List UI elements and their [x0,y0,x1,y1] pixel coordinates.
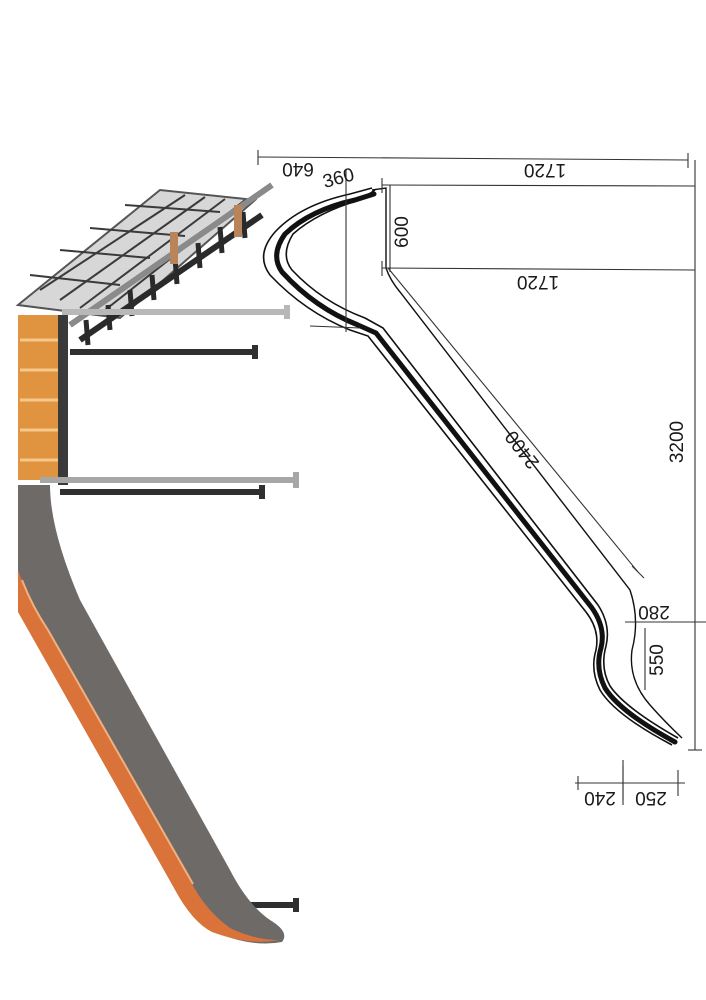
dim-label-640: 640 [282,158,314,179]
deck-wood-grain [20,338,58,462]
dim-label-250: 250 [635,787,667,808]
dimension-lines [257,150,706,805]
slide-profile-wall [371,187,683,739]
slide-profile-bed [274,191,678,745]
dim-label-600: 600 [392,216,413,248]
dim-label-240: 240 [584,787,616,808]
dim-label-280: 280 [638,601,670,622]
deck-post [58,315,68,485]
dim-label-360: 360 [321,164,357,192]
support-pipes [40,305,299,912]
slide-body-grey [18,485,285,944]
technical-slide-profile [262,187,683,746]
slide-profile-outer [262,187,673,746]
dim-label-550: 550 [647,644,668,676]
slide-edge-highlight [21,579,194,885]
slide-profile-inner [285,189,679,739]
dim-label-3200: 3200 [667,421,688,463]
slide-render-illustration [15,182,299,944]
dim-label-1720-top: 1720 [524,159,566,180]
dim-label-1720-mid: 1720 [517,271,559,292]
deck-wood-panel [18,315,60,480]
